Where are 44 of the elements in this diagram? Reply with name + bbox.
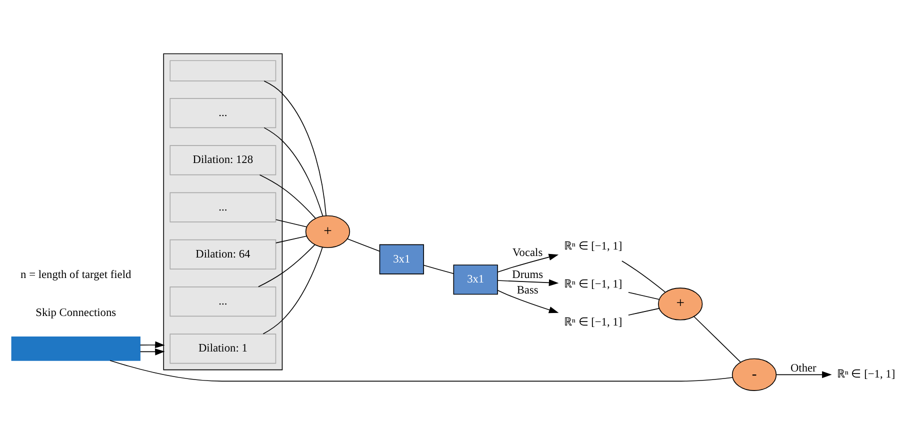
node-box: Dilation: 1 xyxy=(170,333,276,364)
node-text: ℝⁿ ∈ [−1, 1] xyxy=(564,316,622,328)
node-box: ... xyxy=(170,98,276,128)
connector xyxy=(110,360,734,382)
node-ellipse: + xyxy=(658,287,703,320)
connector xyxy=(264,126,324,216)
arrow xyxy=(497,253,559,272)
label: n = length of target field xyxy=(20,268,132,280)
connector xyxy=(628,291,660,300)
connector xyxy=(276,218,307,227)
arrow xyxy=(140,340,165,348)
connector xyxy=(622,260,666,292)
connector xyxy=(264,80,326,216)
arrow xyxy=(140,348,165,355)
connector xyxy=(423,264,454,274)
arrow xyxy=(497,278,559,286)
connector xyxy=(258,244,316,287)
connector xyxy=(276,235,307,243)
node-text: ℝⁿ ∈ [−1, 1] xyxy=(564,278,622,290)
node-box xyxy=(11,336,140,360)
cluster xyxy=(163,52,283,370)
node-box: ... xyxy=(170,286,276,316)
edge-label: Bass xyxy=(516,284,538,296)
node-text: ℝⁿ ∈ [−1, 1] xyxy=(836,368,896,380)
node-box: 3x1 xyxy=(379,244,424,274)
node-box: Dilation: 64 xyxy=(170,238,276,269)
node-band xyxy=(170,60,276,81)
label: Skip Connections xyxy=(36,306,116,318)
node-box: ... xyxy=(170,192,276,222)
edge-label: Vocals xyxy=(512,246,543,259)
connector xyxy=(262,246,323,334)
edge-label: Other xyxy=(790,362,816,374)
arrow xyxy=(776,370,832,378)
node-ellipse: + xyxy=(305,214,350,248)
node-ellipse: - xyxy=(732,358,777,390)
node-box: Dilation: 128 xyxy=(170,144,276,175)
connector xyxy=(694,316,741,362)
edge-label: Drums xyxy=(512,268,544,281)
connector xyxy=(259,174,316,218)
node-text: ℝⁿ ∈ [−1, 1] xyxy=(564,240,622,252)
connector xyxy=(347,238,380,252)
node-box: 3x1 xyxy=(453,264,498,294)
arrow xyxy=(497,289,559,313)
connector xyxy=(628,308,660,316)
